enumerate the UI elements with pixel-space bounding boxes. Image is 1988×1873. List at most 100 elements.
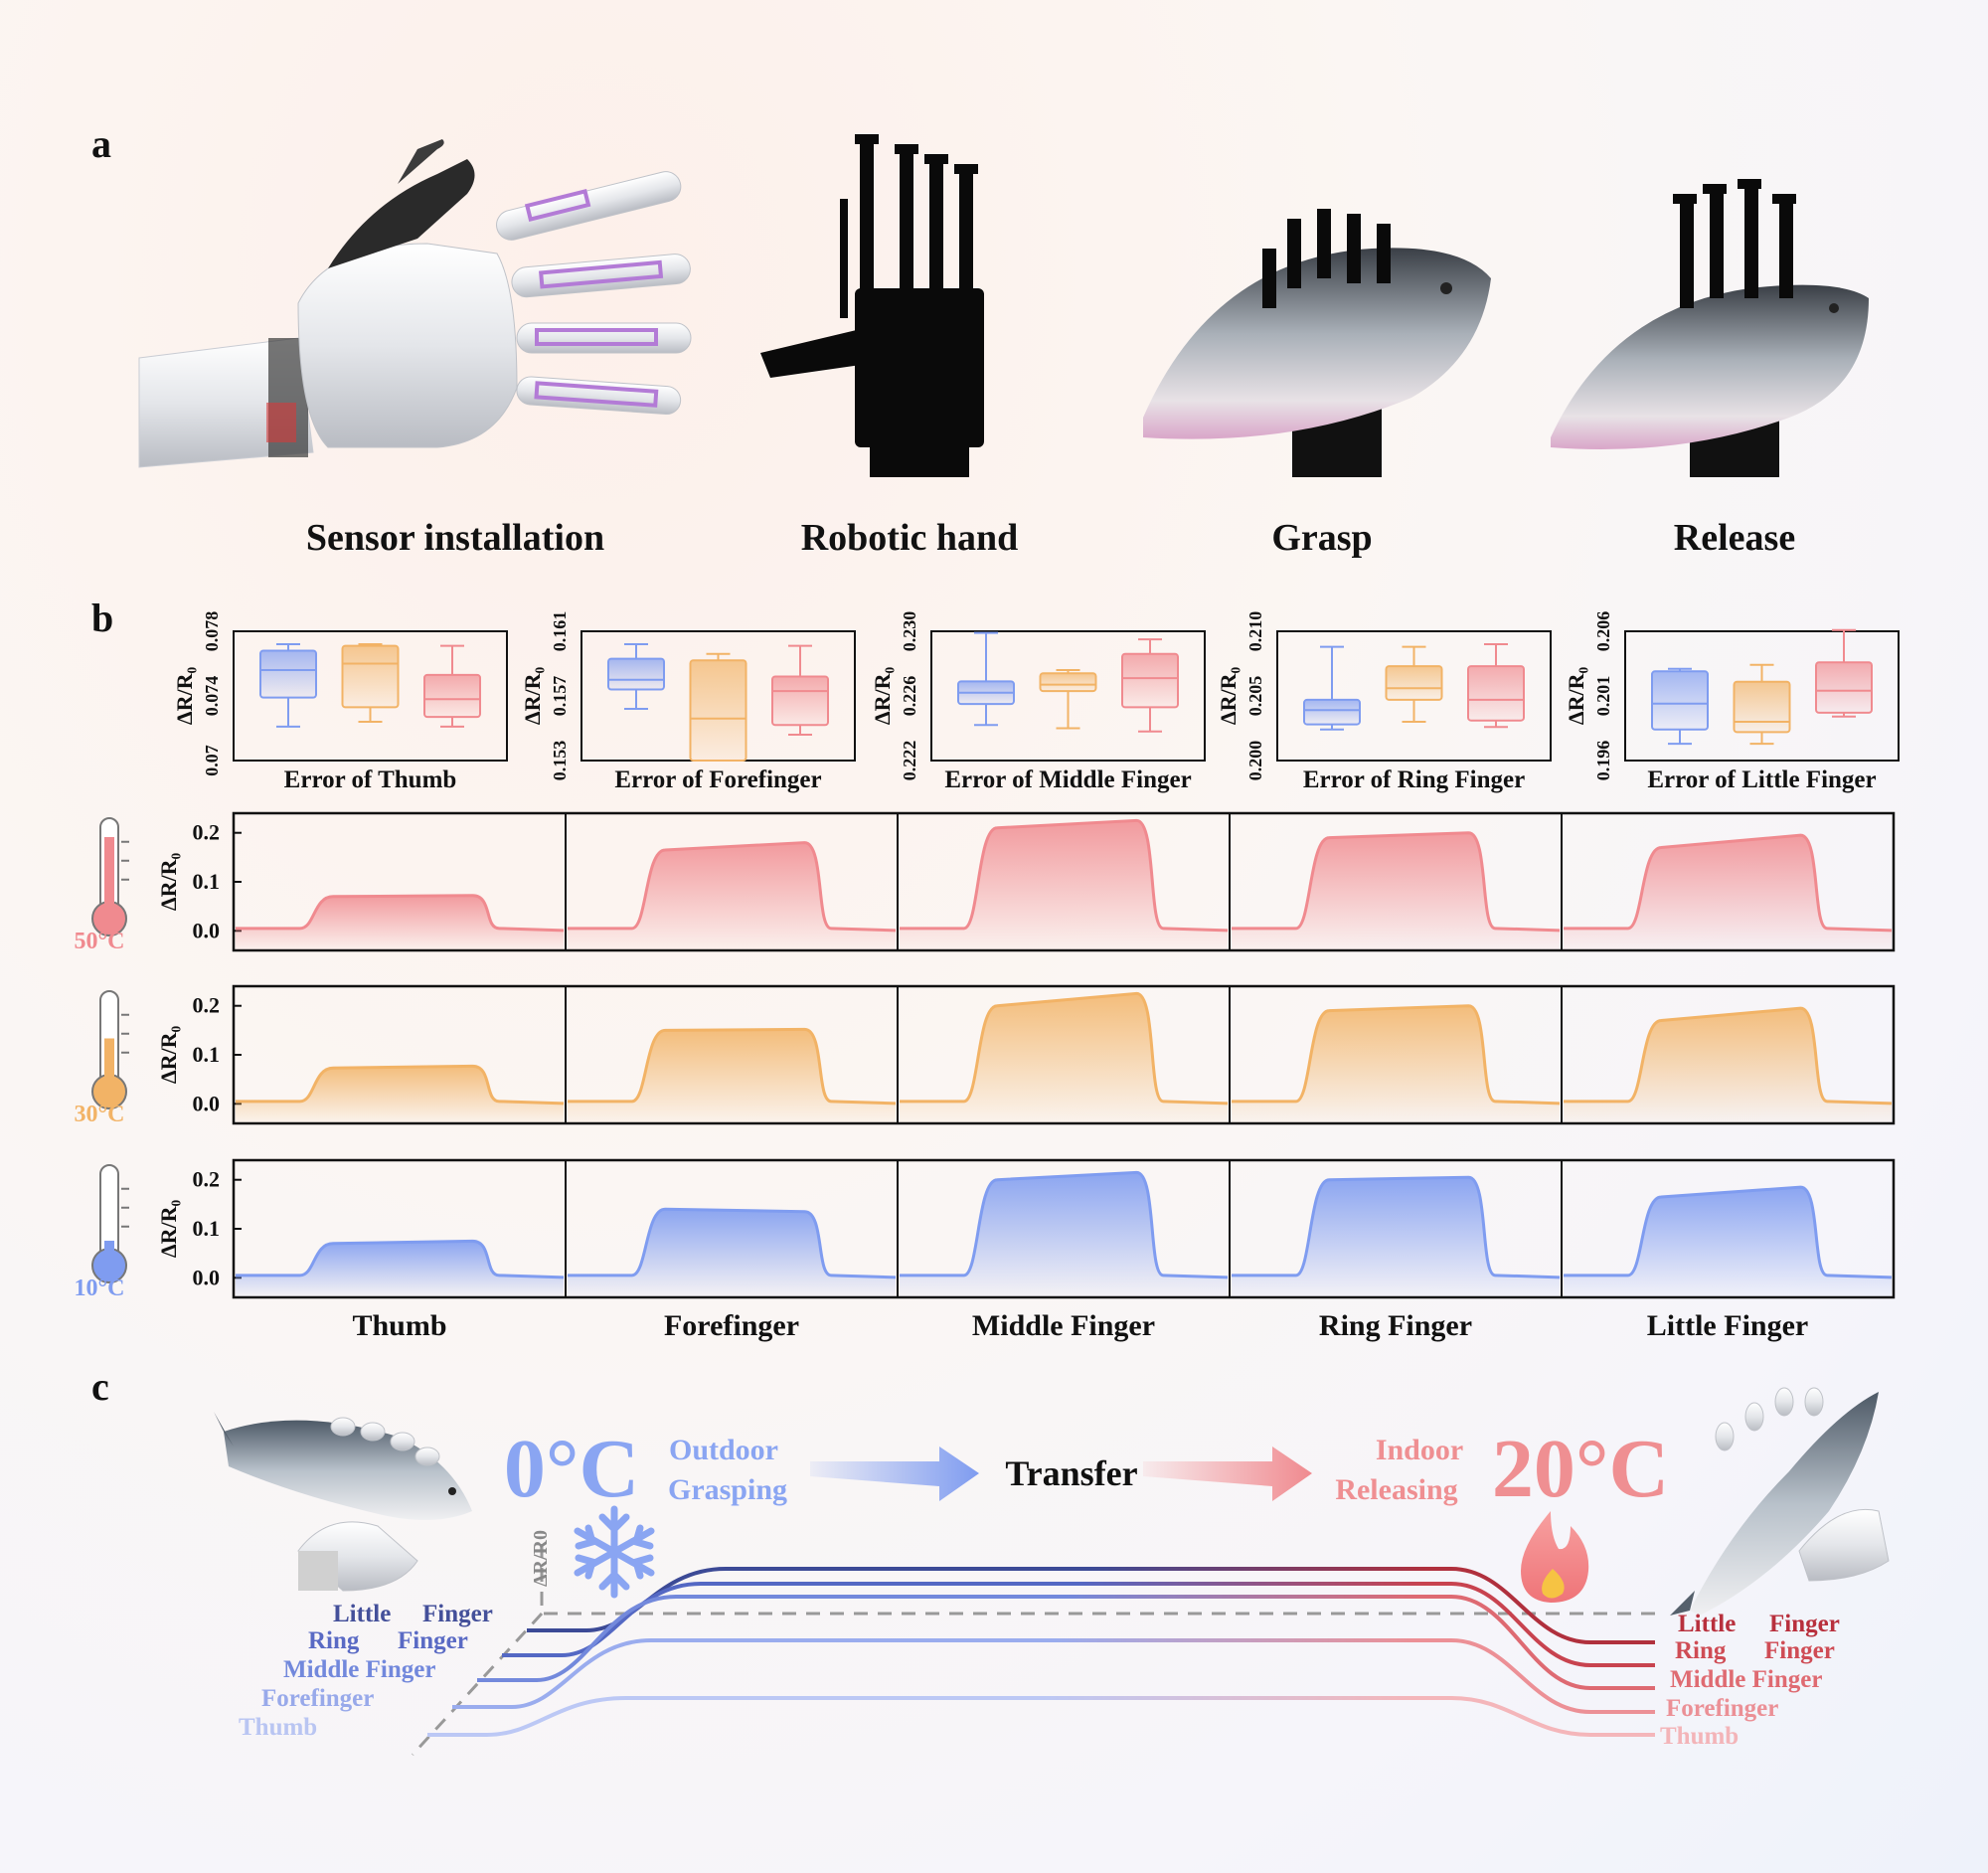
row-30-c-ytick-label: 0.1 <box>193 1042 221 1067</box>
row-10-c-ytick-label: 0.0 <box>193 1265 221 1289</box>
row-30-c-ring-finger-line <box>1232 1004 1561 1106</box>
error-of-middle-finger-box <box>1039 672 1097 693</box>
error-of-forefinger-box <box>771 675 829 727</box>
left-label-thumb: Thumb <box>239 1714 317 1741</box>
error-of-forefinger-ytick: 0.161 <box>550 611 570 652</box>
right-label-ring-finger: Finger <box>1764 1637 1835 1664</box>
salmon-held-left <box>214 1412 472 1592</box>
error-of-thumb-box <box>341 644 400 709</box>
panel-b-letter: b <box>91 596 113 640</box>
row-30-c-thumb-area <box>236 1066 564 1122</box>
error-of-little-finger-box <box>1651 670 1709 731</box>
salmon-held-right <box>1670 1387 1890 1616</box>
snowflake-icon <box>574 1505 655 1599</box>
row-30-c-ytick-label: 0.0 <box>193 1091 221 1115</box>
row-10-c-ylabel: ΔR/R₀ <box>156 1199 181 1258</box>
error-of-little-finger-title: Error of Little Finger <box>1647 766 1876 793</box>
row-50-c-thumb-area <box>236 895 564 949</box>
schematic-axis-label: ΔR/R0 <box>530 1530 552 1587</box>
left-label-little: Little <box>333 1601 391 1627</box>
row-10-c-ytick-label: 0.2 <box>193 1167 221 1192</box>
left-finger-labels: Little Finger Ring Finger Middle Finger … <box>239 1601 493 1741</box>
row-30-c-thumb-line <box>236 1064 565 1106</box>
error-of-ring-finger-box <box>1467 665 1525 722</box>
caption-robotic-hand: Robotic hand <box>801 517 1019 559</box>
error-of-ring-finger-ytick: 0.210 <box>1245 611 1265 652</box>
left-label-little-finger: Finger <box>422 1601 493 1627</box>
error-of-thumb-title: Error of Thumb <box>284 766 457 793</box>
row-30-c-little-finger-line <box>1564 1006 1893 1106</box>
thermometer-50-c-level <box>104 837 114 917</box>
row-10-c-middle-finger-line <box>900 1170 1229 1279</box>
row-10-c-thumb-line <box>236 1239 565 1279</box>
error-of-little-finger-frame <box>1624 630 1900 762</box>
row-50-c-ring-finger-area <box>1232 832 1560 949</box>
row-30-c-middle-finger-area <box>900 993 1228 1122</box>
schematic-axes <box>540 1544 1655 1616</box>
row-10-c-forefinger-line <box>568 1207 897 1279</box>
error-of-thumb-ytick: 0.078 <box>202 611 222 652</box>
error-of-little-finger-ytick: 0.196 <box>1593 741 1613 781</box>
schematic-line-3 <box>452 1638 1655 1714</box>
arrow-cold-icon <box>810 1447 979 1501</box>
row-50-c-little-finger-line <box>1564 833 1893 933</box>
row-50-c-ytick-label: 0.0 <box>193 918 221 942</box>
error-of-forefinger-ytick: 0.157 <box>550 676 570 717</box>
row-30-c-ytick-label: 0.2 <box>193 993 221 1018</box>
row-10-c-little-finger-area <box>1564 1187 1892 1296</box>
error-of-ring-finger-box <box>1385 665 1443 701</box>
right-label-little-finger: Finger <box>1769 1611 1840 1637</box>
transfer-label: Transfer <box>1005 1453 1137 1493</box>
finger-label-thumb: Thumb <box>352 1309 446 1342</box>
error-of-little-finger-ytick: 0.206 <box>1593 611 1613 652</box>
right-label-little: Little <box>1678 1611 1736 1637</box>
error-of-middle-finger-ytick: 0.222 <box>900 741 919 781</box>
thermometer-30-c-level <box>104 1038 114 1090</box>
row-50-c-ytick-label: 0.2 <box>193 820 221 845</box>
row-30-c-forefinger-line <box>568 1027 897 1106</box>
row-50-c-ylabel: ΔR/R₀ <box>156 852 181 911</box>
row-10-c-little-finger-line <box>1564 1185 1893 1279</box>
sensor-installation-illustration <box>138 139 692 468</box>
caption-grasp: Grasp <box>1271 517 1372 559</box>
row-10-c-middle-finger-area <box>900 1172 1228 1296</box>
schematic-depth-axis <box>411 1612 544 1757</box>
row-50-c-middle-finger-area <box>900 820 1228 949</box>
left-label-middle: Middle Finger <box>283 1656 435 1683</box>
grasping-label: Grasping <box>668 1473 787 1506</box>
error-of-thumb-ytick: 0.074 <box>202 676 222 717</box>
panel-c-letter: c <box>91 1364 109 1409</box>
error-of-middle-finger-frame <box>930 630 1206 762</box>
thermometer-30-c-label: 30°C <box>75 1102 125 1127</box>
row-30-c-ylabel: ΔR/R₀ <box>156 1025 181 1084</box>
schematic-line-2 <box>477 1595 1655 1690</box>
error-of-ring-finger-frame <box>1276 630 1552 762</box>
row-50-c-forefinger-area <box>568 842 896 949</box>
finger-label-forefinger: Forefinger <box>664 1309 799 1342</box>
finger-label-little-finger: Little Finger <box>1647 1309 1808 1342</box>
right-label-fore: Forefinger <box>1666 1695 1778 1722</box>
error-of-middle-finger-ylabel: ΔR/R₀ <box>870 666 895 725</box>
error-of-thumb-ylabel: ΔR/R₀ <box>172 666 197 725</box>
grasp-photo <box>1143 209 1491 477</box>
transfer-schematic <box>411 1544 1655 1757</box>
flame-icon <box>1521 1511 1589 1603</box>
error-of-little-finger-ytick: 0.201 <box>1593 676 1613 717</box>
area-chart-grid: 0.00.10.2ΔR/R₀0.00.10.2ΔR/R₀0.00.10.2ΔR/… <box>156 811 1896 1342</box>
row-50-c-ring-finger-line <box>1232 831 1561 933</box>
error-of-middle-finger-title: Error of Middle Finger <box>944 766 1191 793</box>
row-30-c-forefinger-area <box>568 1029 896 1122</box>
row-30-c-middle-finger-line <box>900 991 1229 1106</box>
right-label-ring: Ring <box>1675 1637 1727 1664</box>
error-of-middle-finger-ytick: 0.226 <box>900 676 919 717</box>
cold-temperature: 0°C <box>504 1423 639 1515</box>
releasing-label: Releasing <box>1335 1473 1457 1506</box>
row-10-c-forefinger-area <box>568 1209 896 1296</box>
right-label-thumb: Thumb <box>1660 1723 1739 1750</box>
row-10-c-ring-finger-line <box>1232 1175 1561 1279</box>
left-label-ring: Ring <box>308 1627 360 1654</box>
error-of-ring-finger-ytick: 0.200 <box>1245 741 1265 781</box>
left-label-fore: Forefinger <box>261 1685 374 1712</box>
release-photo <box>1551 179 1869 477</box>
left-label-ring-finger: Finger <box>398 1627 468 1654</box>
